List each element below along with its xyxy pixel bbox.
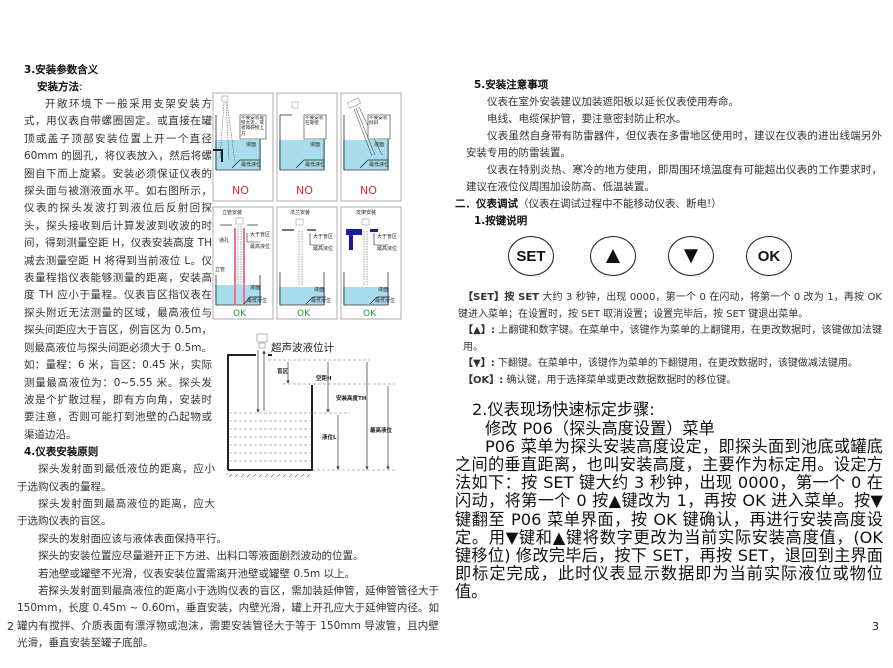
- high-level-label: 最高液位: [250, 243, 270, 250]
- result-no: NO: [296, 184, 313, 197]
- page-number-right: 3: [872, 620, 879, 633]
- installation-examples-figure: 不要安装靠壁太近，或者障碍物上方 液面 最低液位 NO 不要安装在靠壁 液面 最…: [212, 92, 402, 320]
- low-level-label: 最低液位: [241, 161, 261, 168]
- key-desc-set: 【SET】按 SET 大约 3 秒钟，出现 0000，第一个 0 在闪动，将第一…: [458, 290, 882, 323]
- surface-label: 液面: [374, 141, 384, 148]
- note-1: 仪表在室外安装建议加装遮阳板以延长仪表使用寿命。: [487, 96, 739, 108]
- principle-1: 探头发射面到最低液位的距离，应小于选购仪表的量程。: [17, 463, 215, 493]
- right-page-text: 5.安装注意事项 仪表在室外安装建议加装遮阳板以延长仪表使用寿命。 电线、电缆保…: [455, 77, 883, 602]
- note-2: 电线、电缆保护管，要注意密封防止积水。: [487, 113, 687, 125]
- surface-label: 液面: [314, 286, 324, 293]
- panel-title: 支架安装: [356, 209, 376, 216]
- principle-3: 探头的发射面应该与液体表面保持平行。: [38, 532, 227, 545]
- panel-tilted: 不要安装倾斜 液面 最低液位 NO: [340, 92, 402, 202]
- level-measurement-diagram: 超声波液位计 盲区 空距H 安装高度TH 液位L 最高液位: [226, 333, 395, 478]
- low-level-label: 最低液位: [375, 297, 395, 304]
- down-key-icon: ▼: [668, 236, 714, 277]
- key-desc-ok: 【OK】: 确认键，用于选择菜单或更改数据数据时的移位键。: [458, 373, 882, 390]
- blind-label: 大于盲区: [377, 233, 397, 240]
- ok-key-icon: OK: [746, 236, 792, 277]
- max-level-label: 最高液位: [370, 426, 393, 434]
- install-method-paragraph: 开敞环境下一般采用支架安装方式，用仪表自带螺圈固定。或直接在罐顶或盖子顶部安装位…: [24, 98, 212, 441]
- blind-zone-label: 盲区: [277, 367, 289, 375]
- blind-label: 大于盲区: [250, 231, 270, 238]
- panel-near-wall: 不要安装在靠壁 液面 最低液位 NO: [276, 92, 338, 202]
- pipe-label: 立管: [215, 266, 225, 273]
- principles-long: 探头的发射面应该与液体表面保持平行。 探头的安装位置应尽量避开正下方进、出料口等…: [17, 531, 439, 653]
- panel-note: 不要安装靠壁太近，或者障碍物上方: [241, 116, 264, 137]
- panel-standpipe: 立管安装 通孔 立管 大于盲区 最高液位 液面 最低液位 OK: [212, 206, 274, 320]
- key-tag: 【▼】:: [463, 358, 495, 370]
- low-level-label: 最低液位: [247, 297, 267, 304]
- left-page-text: 3.安装参数含义 安装方法: 开敞环境下一般采用支架安装方式，用仪表自带螺圈固定…: [17, 62, 441, 653]
- chapter-2-title: 二．仪表调试: [455, 198, 518, 210]
- page-number-left: 2: [7, 620, 14, 633]
- result-ok: OK: [363, 309, 377, 319]
- panel-flange: 法兰安装 大于盲区 最高液位 液面 最低液位 OK: [276, 206, 338, 320]
- install-method-title: 安装方法:: [17, 79, 441, 96]
- surface-label: 液面: [250, 284, 260, 291]
- low-level-label: 最低液位: [369, 161, 389, 168]
- probe-icon: [256, 333, 268, 349]
- calibration-paragraph: P06 菜单为探头安装高度设定，即探头面到池底或罐底之间的垂直距离，也叫安装高度…: [455, 436, 883, 602]
- set-key-icon: SET: [508, 236, 554, 277]
- principle-5: 若池壁或罐壁不光滑，仪表安装位置需离开池壁或罐壁 0.5m 以上。: [38, 567, 356, 580]
- calibration-subtitle: 修改 P06（探头高度设置）菜单: [485, 418, 715, 438]
- surface-label: 液面: [246, 141, 256, 148]
- high-level-label: 最高液位: [377, 245, 397, 252]
- key-desc-up: 【▲】: 上翻键和数字键。在菜单中，该键作为菜单的上翻键用，在更改数据时，该键做…: [458, 323, 882, 356]
- surface-label: 液面: [378, 286, 388, 293]
- panel-title: 法兰安装: [290, 209, 310, 216]
- calibration-title: 2.仪表现场快速标定步骤:: [472, 400, 655, 420]
- key-text: 大约 3 秒钟，出现 0000，第一个 0 在闪动，将第一个 0 改为 1，再按…: [458, 292, 882, 320]
- panel-note: 不要安装倾斜: [369, 116, 388, 127]
- high-level-label: 最高液位: [313, 245, 333, 252]
- diagram-title: 超声波液位计: [271, 341, 334, 354]
- low-level-label: 最低液位: [311, 297, 331, 304]
- key-tag: 【▲】:: [463, 325, 495, 337]
- install-height-label: 安装高度TH: [336, 394, 367, 402]
- key-desc-down: 【▼】: 下翻键。在菜单中，该键作为菜单的下翻键用，在更改数据时，该键做减法键用…: [458, 356, 882, 373]
- result-ok: OK: [233, 309, 247, 319]
- up-key-icon: ▲: [590, 236, 636, 277]
- principle-6: 若探头发射面到最高液位的距离小于选购仪表的盲区，需加装延伸管，延伸管管径大于 1…: [17, 584, 439, 650]
- key-text: 上翻键和数字键。在菜单中，该键作为菜单的上翻键用，在更改数据时，该键做加法键用。: [463, 325, 882, 353]
- key-tag: 【SET】按 SET: [463, 292, 540, 304]
- keys-title: 1.按键说明: [474, 215, 528, 228]
- principles-short: 探头发射面到最低液位的距离，应小于选购仪表的量程。 探头发射面到最高液位的距离，…: [17, 461, 215, 531]
- chapter-2-note: （仪表在调试过程中不能移动仪表、断电!）: [518, 198, 722, 210]
- panel-title: 立管安装: [222, 209, 242, 216]
- chapter-2-heading: 二．仪表调试（仪表在调试过程中不能移动仪表、断电!）: [455, 196, 883, 213]
- section-3-title: 3.安装参数含义: [24, 64, 99, 76]
- result-no: NO: [360, 184, 377, 197]
- key-descriptions: 【SET】按 SET 大约 3 秒钟，出现 0000，第一个 0 在闪动，将第一…: [458, 290, 882, 389]
- note-3: 仪表虽然自身带有防雷器件，但仪表在多雷地区使用时，建议在仪表的进出线端另外安装专…: [466, 130, 882, 159]
- section-4-title: 4.仪表安装原则: [24, 446, 99, 459]
- panel-wall-obstacle: 不要安装靠壁太近，或者障碍物上方 液面 最低液位 NO: [212, 92, 274, 202]
- panel-bracket: 支架安装 大于盲区 最高液位 液面 最低液位 OK: [340, 206, 402, 320]
- key-text: 确认键，用于选择菜单或更改数据数据时的移位键。: [506, 374, 737, 386]
- result-no: NO: [232, 184, 249, 197]
- key-tag: 【OK】:: [463, 374, 504, 386]
- surface-label: 液面: [310, 141, 320, 148]
- panel-note: 不要安装在靠壁: [305, 116, 324, 127]
- key-panel: SET ▲ ▼ OK: [455, 236, 883, 282]
- installation-notes: 仪表在室外安装建议加装遮阳板以延长仪表使用寿命。 电线、电缆保护管，要注意密封防…: [466, 94, 882, 196]
- key-text: 下翻键。在菜单中，该键作为菜单的下翻键用，在更改数据时，该键做减法键用。: [497, 358, 858, 370]
- level-label: 液位L: [322, 433, 337, 441]
- principle-4: 探头的安装位置应尽量避开正下方进、出料口等液面剧烈波动的位置。: [38, 550, 364, 563]
- section-5-title: 5.安装注意事项: [474, 79, 549, 91]
- result-ok: OK: [297, 309, 311, 319]
- blind-label: 大于盲区: [313, 233, 333, 240]
- empty-distance-label: 空距H: [316, 374, 332, 382]
- colon: :: [79, 81, 83, 93]
- install-method-label: 安装方法: [37, 81, 79, 93]
- low-level-label: 最低液位: [305, 161, 325, 168]
- note-4: 仪表在特别炎热、寒冷的地方使用，即周围环境温度有可能超出仪表的工作要求时，建议在…: [466, 164, 882, 193]
- through-hole-label: 通孔: [219, 237, 229, 244]
- principle-2: 探头发射面到最高液位的距离，应大于选购仪表的盲区。: [17, 497, 215, 528]
